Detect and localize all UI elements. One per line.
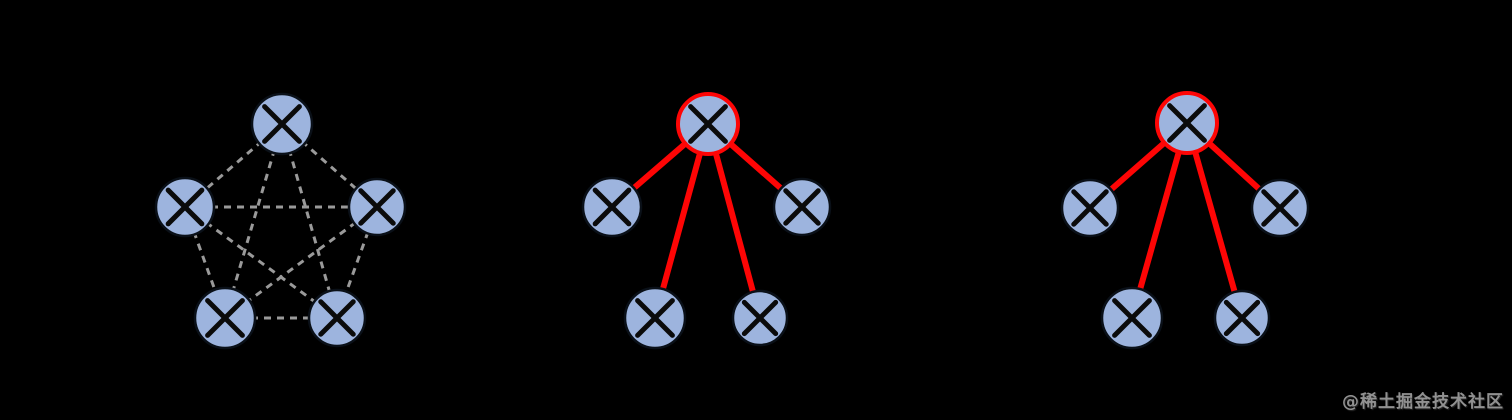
x-mark-icon	[741, 299, 779, 337]
x-mark-icon	[783, 188, 821, 226]
graph-node-satellite	[772, 177, 832, 237]
graph-node-satellite	[1213, 289, 1271, 347]
x-mark-icon	[1112, 298, 1152, 338]
complete-graph-k5-edge	[224, 205, 378, 320]
graph-node-node	[250, 92, 314, 156]
graph-node-satellite	[623, 286, 687, 350]
star-graph-middle-edge	[652, 121, 711, 321]
graph-node-hub	[1155, 91, 1219, 155]
graph-node-node	[193, 286, 257, 350]
star-graph-right-edge	[1184, 120, 1245, 321]
watermark: @稀土掘金技术社区	[1342, 392, 1504, 412]
complete-graph-k5	[154, 92, 407, 350]
x-mark-icon	[1223, 299, 1261, 337]
graph-node-satellite	[731, 289, 789, 347]
star-graph-right	[1060, 91, 1310, 350]
x-mark-icon	[592, 187, 632, 227]
x-mark-icon	[1071, 189, 1109, 227]
x-mark-icon	[318, 299, 356, 337]
graph-node-satellite	[1100, 286, 1164, 350]
complete-graph-k5-edge	[184, 205, 338, 320]
star-graph-middle-edge	[705, 121, 763, 321]
graph-node-satellite	[1250, 178, 1310, 238]
graph-node-node	[307, 288, 367, 348]
graph-node-hub	[676, 92, 740, 156]
x-mark-icon	[205, 298, 245, 338]
x-mark-icon	[635, 298, 675, 338]
graph-node-node	[154, 176, 216, 238]
x-mark-icon	[1167, 103, 1207, 143]
graph-node-satellite	[1060, 178, 1120, 238]
graph-node-satellite	[581, 176, 643, 238]
x-mark-icon	[165, 187, 205, 227]
star-graph-middle	[581, 92, 832, 350]
x-mark-icon	[262, 104, 302, 144]
x-mark-icon	[1261, 189, 1299, 227]
x-mark-icon	[688, 104, 728, 144]
graph-node-node	[347, 177, 407, 237]
x-mark-icon	[358, 188, 396, 226]
star-graph-right-edge	[1129, 120, 1190, 321]
